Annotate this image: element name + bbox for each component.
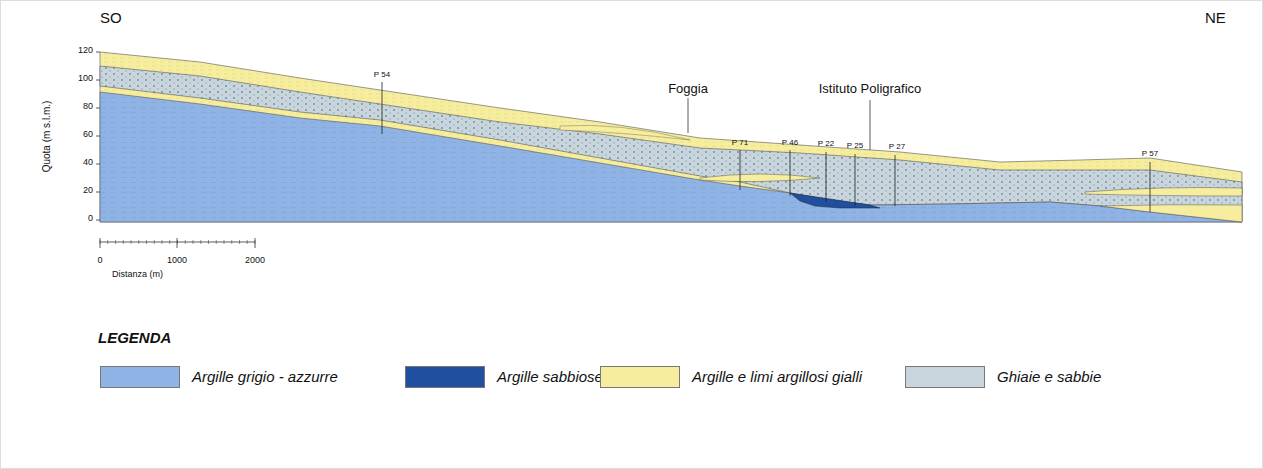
legend-text: Argille e limi argillosi gialli xyxy=(692,369,862,386)
legend-text: Argille sabbiose xyxy=(497,369,603,386)
axis-tick: 20 xyxy=(83,186,93,196)
well-id: P 22 xyxy=(818,140,834,149)
legend-text: Ghiaie e sabbie xyxy=(997,369,1101,386)
legend-swatch xyxy=(100,366,180,388)
well-id: P 25 xyxy=(847,142,863,151)
well-id: P 27 xyxy=(889,143,905,152)
axis-tick: 40 xyxy=(83,158,93,168)
legend-text: Argille grigio - azzurre xyxy=(192,369,338,386)
legend-swatch xyxy=(905,366,985,388)
axis-tick: 100 xyxy=(78,74,93,84)
well-id: P 71 xyxy=(732,139,748,148)
direction-label: NE xyxy=(1205,10,1226,27)
axis-tick: 60 xyxy=(83,130,93,140)
direction-label: SO xyxy=(100,10,122,27)
axis-tick: 0 xyxy=(88,214,93,224)
scale-value: 1000 xyxy=(167,256,187,266)
axis-tick: 120 xyxy=(78,46,93,56)
scale-title: Distanza (m) xyxy=(112,270,163,280)
axis-title: Quota (m s.l.m.) xyxy=(42,100,53,172)
scale-value: 2000 xyxy=(245,256,265,266)
well-id: P 46 xyxy=(782,139,798,148)
place-name: Foggia xyxy=(668,82,708,96)
axis-tick: 80 xyxy=(83,102,93,112)
legend-swatch xyxy=(405,366,485,388)
well-id: P 57 xyxy=(1142,150,1158,159)
place-name: Istituto Poligrafico xyxy=(819,82,922,96)
scale-value: 0 xyxy=(97,256,102,266)
legend-swatch xyxy=(600,366,680,388)
well-id: P 54 xyxy=(374,71,390,80)
legend-title: LEGENDA xyxy=(98,330,171,347)
